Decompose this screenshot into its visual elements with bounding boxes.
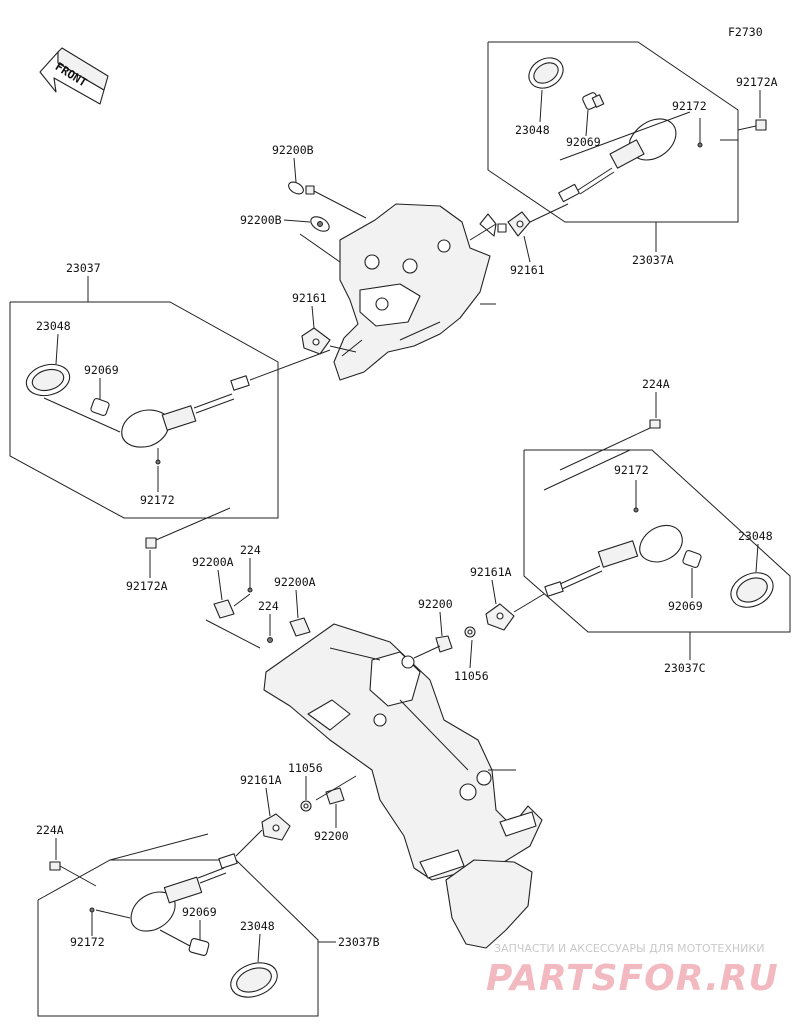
label-92172-bottom-left: 92172 — [70, 935, 105, 949]
grommet-icon — [497, 211, 531, 237]
bulb-icon — [90, 397, 110, 417]
label-224-a: 224 — [240, 543, 261, 557]
grommet-icon — [485, 603, 515, 631]
label-92161A-right: 92161A — [470, 565, 512, 579]
bolt-icon — [649, 419, 661, 429]
label-92200-left: 92200 — [314, 829, 349, 843]
figure-code: F2730 — [728, 25, 763, 39]
turn-signal-lens-icon — [230, 962, 278, 998]
turn-signal-lens-icon — [730, 572, 774, 608]
label-92172A-left: 92172A — [126, 579, 168, 593]
label-224A-right: 224A — [642, 377, 670, 391]
turn-signal-housing-icon — [544, 524, 683, 597]
rear-fender-icon — [263, 623, 543, 949]
label-92172-top-right: 92172 — [672, 99, 707, 113]
screw-icon — [267, 637, 273, 643]
turn-signal-lens-icon — [528, 57, 564, 89]
bolt-icon — [145, 537, 157, 549]
label-92200B-b: 92200B — [240, 213, 282, 227]
grommet-icon — [301, 327, 331, 355]
clip-nut-icon — [213, 599, 235, 619]
label-11056-right: 11056 — [454, 669, 489, 683]
screw-icon — [697, 118, 703, 148]
label-92200A-a: 92200A — [192, 555, 234, 569]
label-92069-left: 92069 — [84, 363, 119, 377]
label-92172-left: 92172 — [140, 493, 175, 507]
bolt-icon — [737, 119, 767, 131]
screw-icon — [247, 574, 253, 593]
turn-signal-housing-icon — [121, 375, 250, 448]
turn-signal-lens-icon — [25, 363, 71, 397]
watermark-line1: ЗАПЧАСТИ И АКСЕССУАРЫ ДЛЯ МОТОТЕХНИКИ — [494, 942, 764, 955]
screw-icon — [155, 448, 161, 465]
turn-signal-housing-icon — [558, 118, 677, 203]
label-92161-right: 92161 — [510, 263, 545, 277]
nut-icon — [464, 626, 476, 638]
group-23037A-frame — [487, 41, 739, 223]
grommet-icon — [261, 813, 291, 841]
clip-nut-icon — [435, 635, 453, 653]
label-92172-right: 92172 — [614, 463, 649, 477]
group-23037-frame — [9, 301, 279, 519]
label-92069-bottom-left: 92069 — [182, 905, 217, 919]
washer-icon — [310, 216, 330, 232]
label-92200B-a: 92200B — [272, 143, 314, 157]
bulb-icon — [188, 938, 210, 956]
label-23037: 23037 — [66, 261, 101, 275]
label-11056-left: 11056 — [288, 761, 323, 775]
label-92069-right: 92069 — [668, 599, 703, 613]
label-224-b: 224 — [258, 599, 279, 613]
nut-icon — [300, 800, 312, 812]
group-23037C-frame — [523, 449, 791, 633]
label-92200A-b: 92200A — [274, 575, 316, 589]
label-224A-left: 224A — [36, 823, 64, 837]
label-23037B: 23037B — [338, 935, 380, 949]
label-92161-left: 92161 — [292, 291, 327, 305]
label-23048-left: 23048 — [36, 319, 71, 333]
label-92200-right: 92200 — [418, 597, 453, 611]
headlight-bracket-icon — [333, 203, 497, 381]
watermark-line2: PARTSFOR.RU — [486, 958, 779, 999]
label-92161A-left: 92161A — [240, 773, 282, 787]
clip-nut-icon — [289, 617, 311, 637]
bulb-icon — [582, 92, 605, 110]
label-23037A: 23037A — [632, 253, 674, 267]
bolt-icon — [49, 861, 61, 871]
label-23048-bottom-left: 23048 — [240, 919, 275, 933]
group-23037B-frame — [37, 833, 319, 1017]
front-arrow-icon: FRONT — [39, 47, 109, 105]
label-23037C: 23037C — [664, 661, 706, 675]
label-92172A-top: 92172A — [736, 75, 778, 89]
label-23048-top-right: 23048 — [515, 123, 550, 137]
clip-nut-icon — [325, 787, 345, 805]
label-92069-top-right: 92069 — [566, 135, 601, 149]
washer-icon — [288, 181, 315, 195]
bulb-icon — [682, 549, 702, 569]
turn-signal-housing-icon — [130, 853, 238, 932]
screw-icon — [89, 907, 95, 936]
screw-icon — [633, 507, 639, 513]
label-23048-right: 23048 — [738, 529, 773, 543]
